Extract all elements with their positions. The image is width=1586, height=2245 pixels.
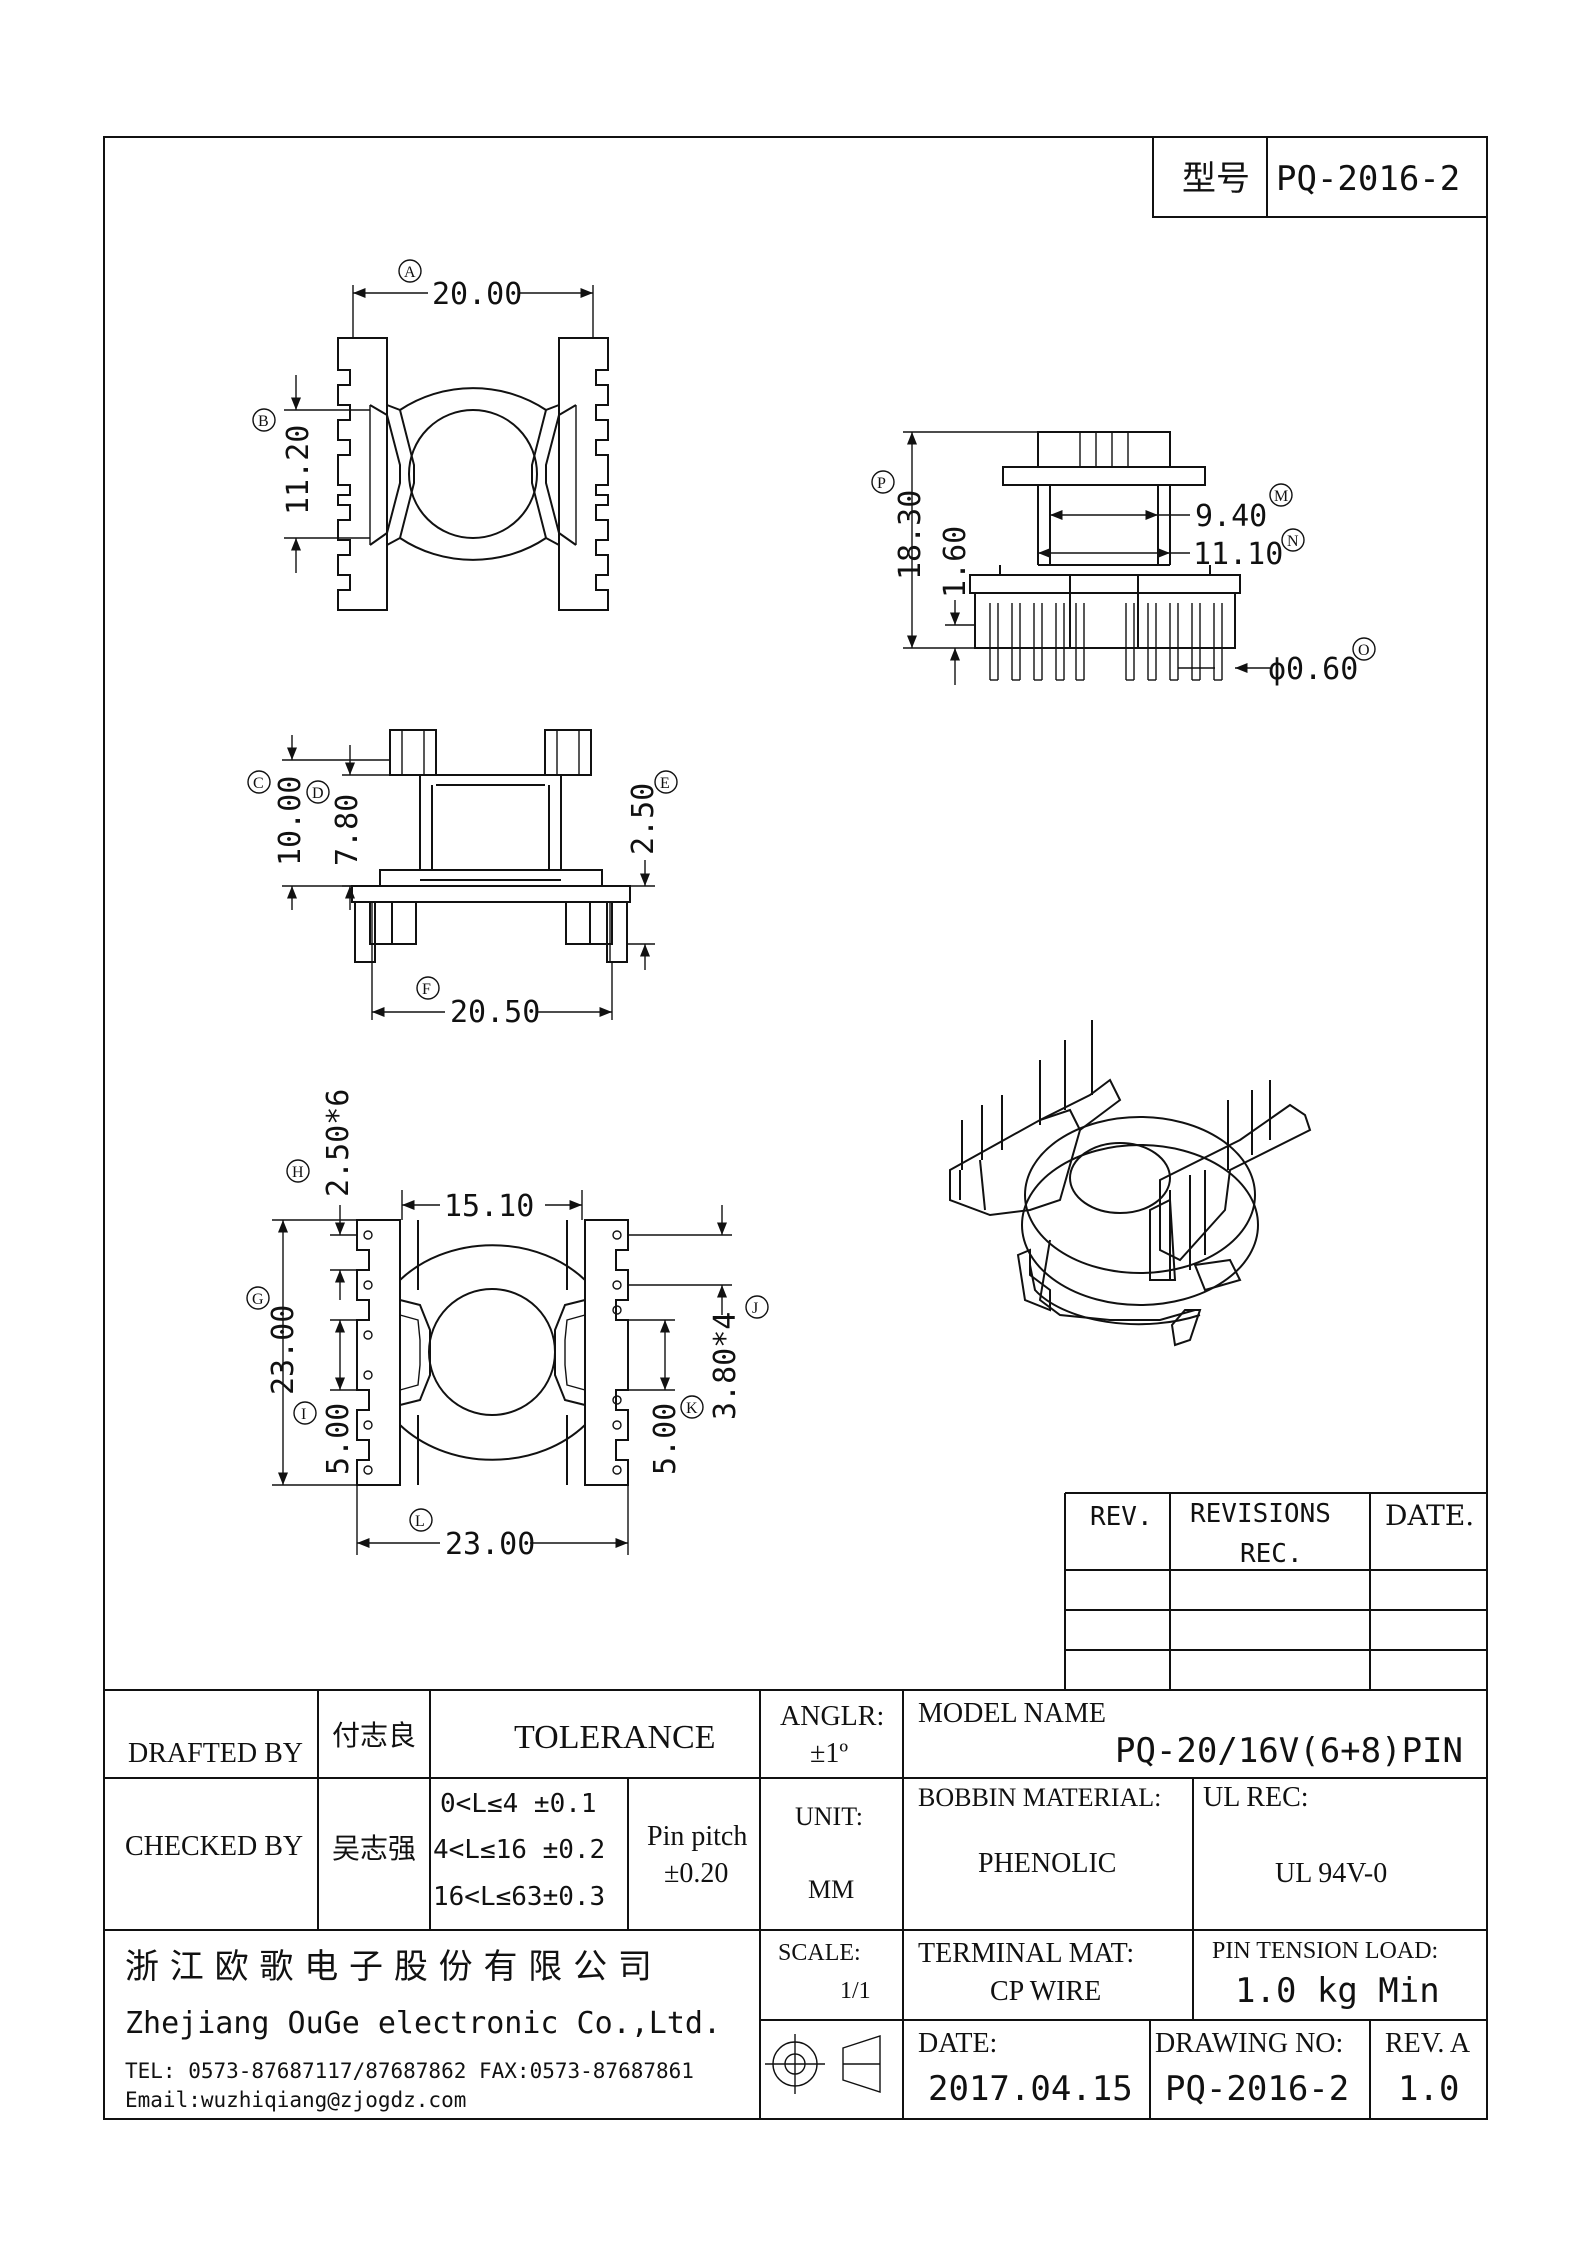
dim-K-value: 5.00	[648, 1403, 683, 1475]
dim-P2-value: 1.60	[938, 526, 973, 598]
company-tel: TEL: 0573-87687117/87687862 FAX:0573-876…	[125, 2059, 694, 2083]
company-en: Zhejiang OuGe electronic Co.,Ltd.	[125, 2006, 721, 2041]
model-name-value: PQ-20/16V(6+8)PIN	[1115, 1731, 1463, 1771]
dim-C-value: 10.00	[273, 776, 308, 866]
model-name-label: MODEL NAME	[918, 1698, 1106, 1729]
sheet-border	[103, 136, 1488, 2120]
revision-table: REV. REVISIONS REC. DATE.	[1064, 1492, 1487, 1690]
rev-value: 1.0	[1398, 2069, 1459, 2109]
terminal-mat-value: CP WIRE	[990, 1976, 1101, 2007]
dim-D-circle: D	[312, 785, 324, 802]
front-view: 9.40 M 11.10 N 18.30 P 1.60 ϕ0.60 O	[871, 431, 1376, 687]
isometric-view	[949, 1020, 1312, 1347]
checked-by-name: 吴志强	[332, 1832, 416, 1865]
dim-G-value: 23.00	[266, 1305, 301, 1395]
dim-I-value: 5.00	[321, 1403, 356, 1475]
model-value-top: PQ-2016-2	[1276, 159, 1460, 199]
bobbin-material-label: BOBBIN MATERIAL:	[918, 1783, 1161, 1812]
dim-E-circle: E	[660, 775, 670, 792]
ul-rec-label: UL REC:	[1203, 1782, 1309, 1813]
ul-rec-value: UL 94V-0	[1275, 1858, 1387, 1889]
company-email: Email:wuzhiqiang@zjogdz.com	[125, 2088, 466, 2112]
dim-P-value: 18.30	[893, 490, 928, 580]
dim-B-circle: B	[258, 413, 269, 430]
dim-J-value: 3.80*4	[708, 1312, 743, 1420]
tolerance-row-1: 0<L≤4 ±0.1	[440, 1789, 597, 1819]
dim-H-value: 2.50*6	[321, 1089, 356, 1197]
dim-L-value: 23.00	[445, 1527, 535, 1562]
unit-label: UNIT:	[795, 1802, 863, 1831]
top-model-box: 型号 PQ-2016-2	[1152, 136, 1488, 218]
dim-N-value: 11.10	[1193, 537, 1283, 572]
top-view: 20.00 A 11.20 B	[252, 259, 609, 611]
rev-label: REV. A	[1385, 2028, 1471, 2059]
drawing-no-label: DRAWING NO:	[1155, 2028, 1343, 2059]
tolerance-label: TOLERANCE	[514, 1719, 715, 1756]
dim-O-value: ϕ0.60	[1268, 652, 1358, 687]
unit-value: MM	[808, 1875, 854, 1904]
projection-symbol-icon	[765, 2034, 881, 2094]
side-view: 10.00 C 7.80 D 2.50 E 20.50 F	[247, 729, 678, 1030]
dim-I-circle: I	[301, 1406, 306, 1423]
model-label-cn: 型号	[1182, 159, 1250, 199]
pin-pitch-value: ±0.20	[664, 1858, 728, 1889]
drafted-by-label: DRAFTED BY	[128, 1738, 303, 1769]
dim-F-value: 20.50	[450, 995, 540, 1030]
dim-A-value: 20.00	[432, 277, 522, 312]
tolerance-row-3: 16<L≤63±0.3	[433, 1882, 605, 1912]
dim-C-circle: C	[253, 775, 264, 792]
rev-header-rev: REV.	[1090, 1502, 1153, 1532]
drafted-by-name: 付志良	[332, 1719, 416, 1752]
tolerance-row-2: 4<L≤16 ±0.2	[433, 1835, 605, 1865]
scale-value: 1/1	[840, 1978, 871, 2004]
rev-header-rec: REC.	[1240, 1539, 1303, 1569]
dim-K-circle: K	[686, 1400, 698, 1417]
dim-O-circle: O	[1358, 642, 1370, 659]
date-value: 2017.04.15	[928, 2069, 1133, 2109]
pin-tension-value: 1.0 kg Min	[1235, 1971, 1440, 2011]
checked-by-label: CHECKED BY	[125, 1831, 303, 1862]
dim-D-value: 7.80	[330, 794, 365, 866]
company-cn: 浙 江 欧 歌 电 子 股 份 有 限 公 司	[125, 1947, 652, 1987]
dim-A-circle: A	[404, 264, 416, 281]
dim-L-circle: L	[415, 1513, 425, 1530]
dim-P-circle: P	[877, 475, 886, 492]
angle-label: ANGLR:	[780, 1701, 884, 1732]
bobbin-material-value: PHENOLIC	[978, 1848, 1116, 1879]
dim-J-circle: J	[752, 1300, 758, 1317]
pin-tension-label: PIN TENSION LOAD:	[1212, 1938, 1438, 1964]
rev-header-revisions: REVISIONS	[1190, 1499, 1331, 1529]
drawing-no-value: PQ-2016-2	[1165, 2069, 1349, 2109]
pin-pitch-label: Pin pitch	[647, 1821, 747, 1852]
dim-B-value: 11.20	[281, 425, 316, 515]
terminal-mat-label: TERMINAL MAT:	[918, 1938, 1134, 1969]
dim-N-circle: N	[1287, 533, 1299, 550]
dim-T-value: 15.10	[444, 1189, 534, 1224]
date-label: DATE:	[918, 2028, 997, 2059]
angle-value: ±1º	[810, 1738, 848, 1769]
rev-header-date: DATE.	[1385, 1499, 1474, 1532]
dim-M-circle: M	[1274, 488, 1288, 505]
dim-M-value: 9.40	[1195, 499, 1267, 534]
dim-G-circle: G	[252, 1291, 264, 1308]
bottom-view: 15.10 23.00 G 2.50*6 H 5.00 I 3.80*4 J	[246, 1089, 769, 1562]
dim-F-circle: F	[422, 981, 431, 998]
scale-label: SCALE:	[778, 1940, 861, 1966]
dim-H-circle: H	[292, 1164, 304, 1181]
title-block: DRAFTED BY 付志良 TOLERANCE ANGLR: ±1º MODE…	[104, 1689, 1487, 2119]
dim-E-value: 2.50	[626, 783, 661, 855]
